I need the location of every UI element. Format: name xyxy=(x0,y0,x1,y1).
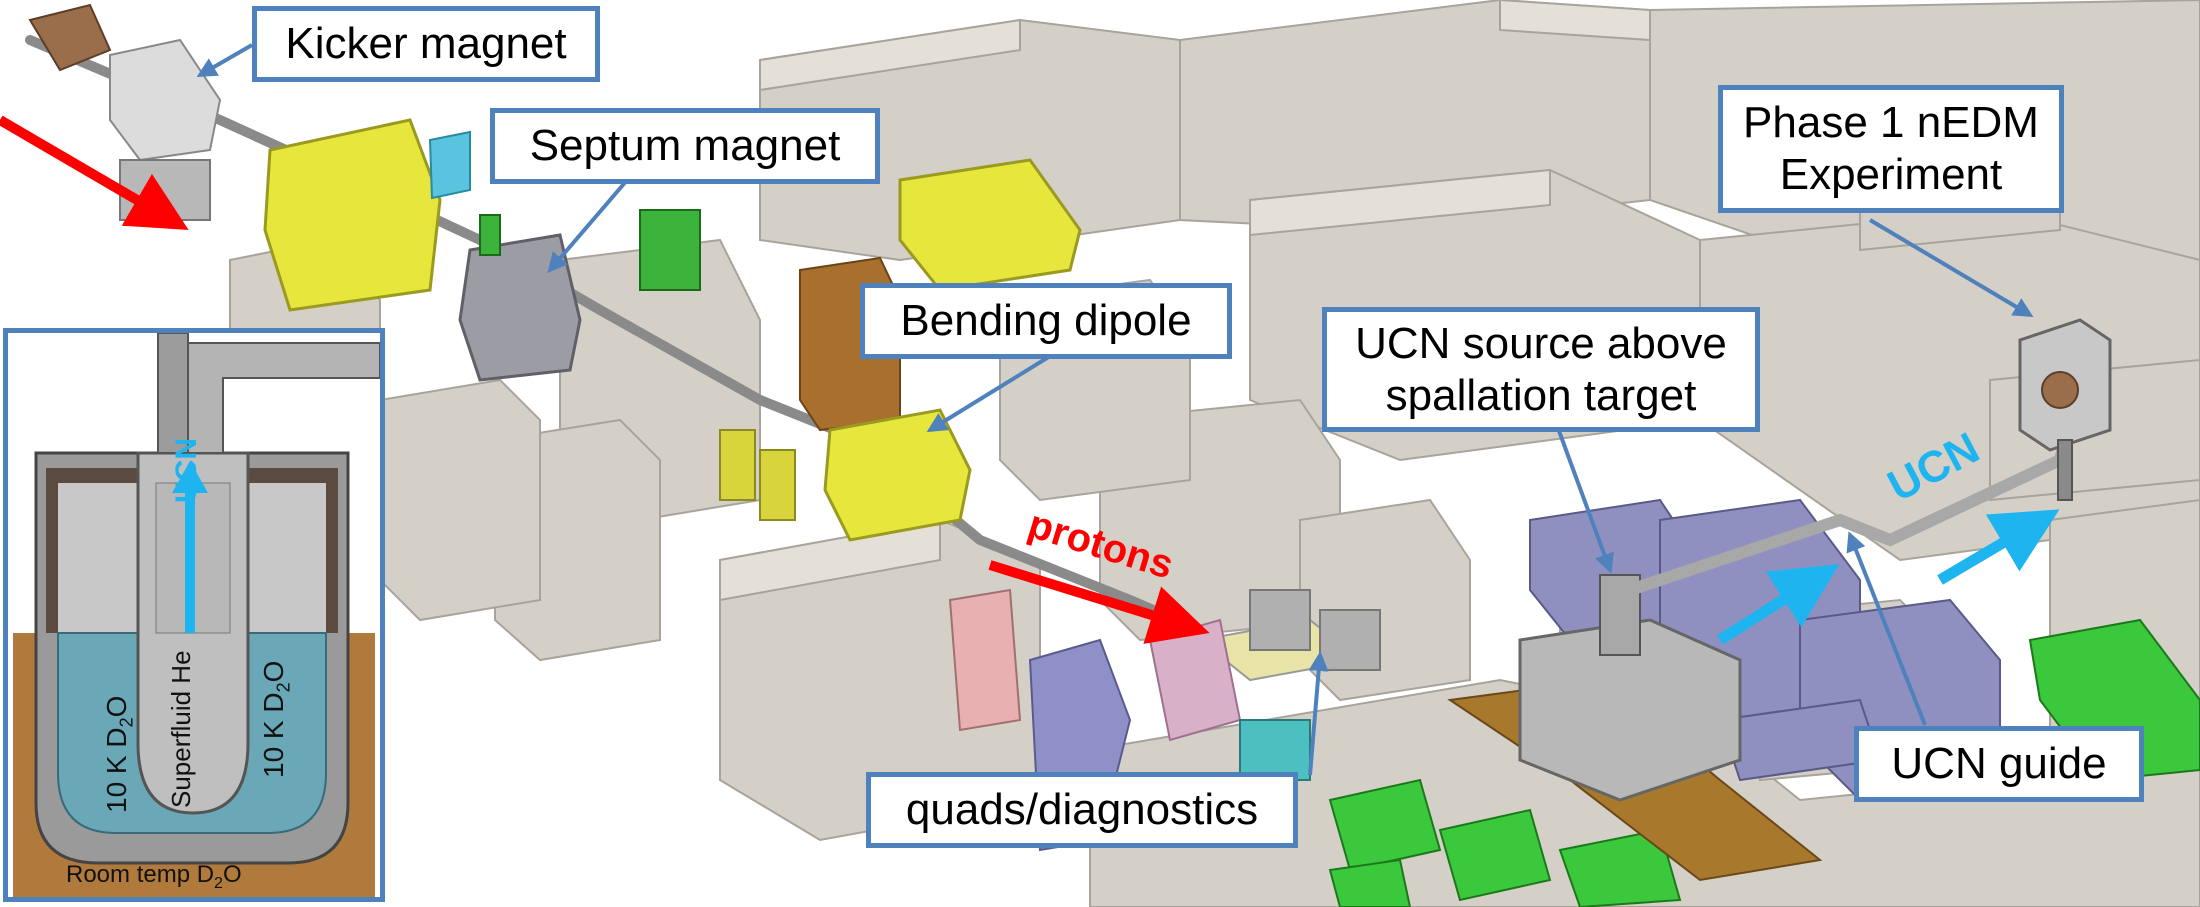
inset-ucn-label: UCN xyxy=(170,438,203,503)
kicker-magnet-callout: Kicker magnet xyxy=(252,6,600,82)
ucn-source-model xyxy=(1518,574,1742,802)
bending-dipole-callout: Bending dipole xyxy=(860,283,1232,359)
inset-left-d2o-label: 10 K D2O xyxy=(101,695,137,813)
septum-magnet-label: Septum magnet xyxy=(529,121,841,170)
ucn-guide-callout: UCN guide xyxy=(1854,726,2144,802)
bending-dipole-model xyxy=(719,408,972,542)
ucn-source-label-line1: UCN source above xyxy=(1355,318,1727,368)
ucn-arrows xyxy=(1717,509,2060,645)
far-dipole-model xyxy=(898,158,1082,292)
beam-pipe xyxy=(25,35,1275,665)
ucn-source-cross-section-inset: UCN 10 K D2O 10 K D2O Superfluid He Room… xyxy=(3,328,385,902)
bending-dipole-label: Bending dipole xyxy=(900,296,1192,345)
ucn-source-label-line2: spallation target xyxy=(1385,370,1697,420)
ucn-guide-label: UCN guide xyxy=(1891,739,2107,788)
inset-right-d2o-label: 10 K D2O xyxy=(258,660,294,778)
inset-room-label: Room temp D2O xyxy=(66,861,242,892)
proton-arrows xyxy=(0,115,1210,644)
inset-he-label: Superfluid He xyxy=(166,650,196,808)
septum-magnet-callout: Septum magnet xyxy=(490,108,880,184)
kicker-magnet-label: Kicker magnet xyxy=(285,19,567,68)
nedm-label-line1: Phase 1 nEDM xyxy=(1743,98,2039,147)
cross-section-drawing xyxy=(13,333,380,897)
quads-callout: quads/diagnostics xyxy=(866,772,1298,848)
ucn-source-callout: UCN source above spallation target xyxy=(1322,307,1760,432)
nedm-label-line2: Experiment xyxy=(1779,150,2003,199)
nedm-callout: Phase 1 nEDM Experiment xyxy=(1718,85,2064,213)
nedm-model xyxy=(2018,318,2112,501)
callout-leaders xyxy=(196,43,2034,776)
quads-label: quads/diagnostics xyxy=(905,785,1259,834)
